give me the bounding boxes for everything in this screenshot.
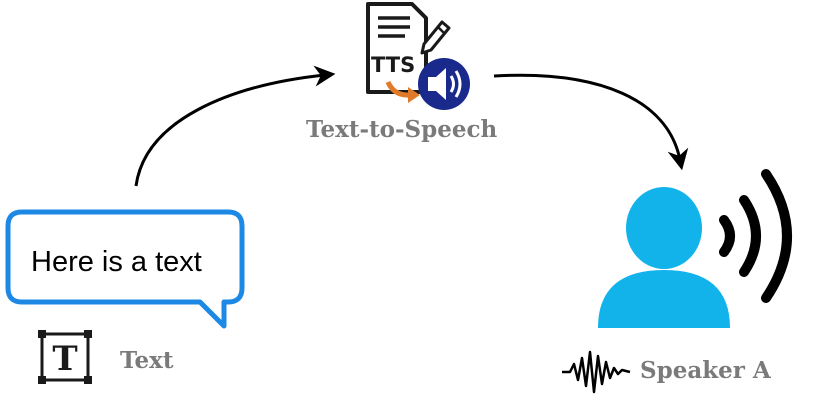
tts-icon-text: TTS xyxy=(371,53,415,77)
arrow-tts-to-speaker xyxy=(493,73,689,171)
pencil-icon xyxy=(420,20,451,55)
waveform-icon xyxy=(562,350,631,394)
bubble-text: Here is a text xyxy=(31,246,202,278)
volume-icon xyxy=(418,58,470,110)
sound-waves-icon xyxy=(719,169,792,303)
speaker-person-icon xyxy=(598,187,730,328)
speaker-label: Speaker A xyxy=(640,357,771,384)
text-icon-letter: T xyxy=(52,339,77,379)
tts-document-icon: TTS xyxy=(366,2,451,94)
tts-label: Text-to-Speech xyxy=(306,116,498,143)
convert-arrow-icon xyxy=(385,80,420,103)
speech-bubble xyxy=(5,209,245,329)
text-label: Text xyxy=(120,347,174,374)
text-frame-icon: T xyxy=(38,330,92,384)
arrow-text-to-tts xyxy=(134,65,336,187)
